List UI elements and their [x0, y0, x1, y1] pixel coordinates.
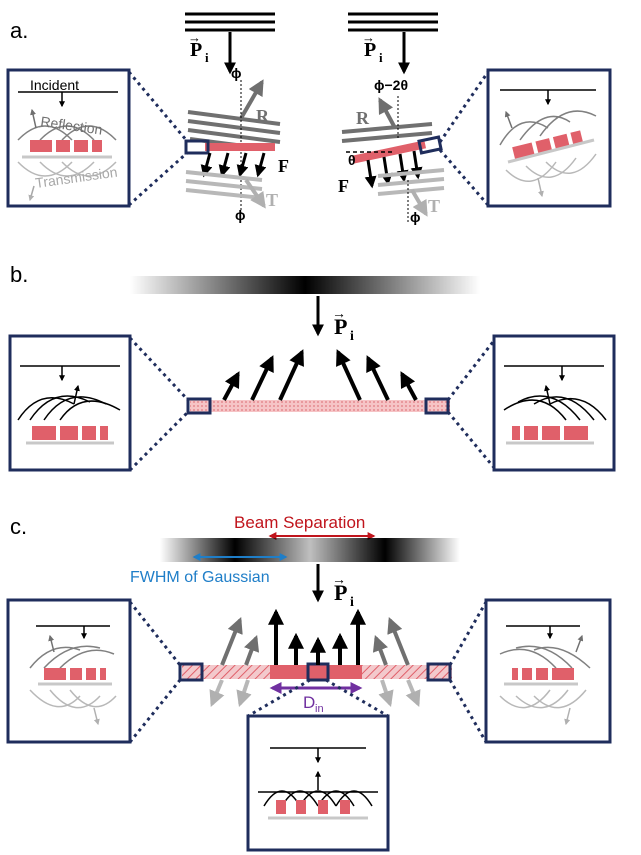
solid-center-region: [270, 665, 362, 679]
p-vector-arrow: →: [188, 30, 201, 45]
f-vector-label: F: [278, 156, 289, 176]
zoom-marker-c-right: [426, 662, 452, 682]
theta-label: θ: [348, 152, 356, 168]
panel-c-center-inset: [246, 678, 390, 852]
phi-angle-bottom: ϕ: [235, 207, 246, 223]
panel-a-left-inset: Incident Reflection Transmission: [6, 68, 189, 208]
panel-a-right-inset: [438, 68, 612, 208]
panel-b: b. P i →: [8, 262, 616, 472]
scattered-wavelets: [17, 125, 117, 141]
panel-c-left-inset: [6, 598, 182, 744]
p-vector-label: P: [190, 39, 202, 61]
panel-b-right-inset: [446, 334, 616, 472]
panel-b-left-inset: [8, 334, 190, 472]
p-vector-arrow-c: →: [332, 573, 346, 588]
p-vector-sub-b: i: [350, 329, 354, 344]
incident-wavefronts-right: [348, 12, 438, 32]
zoom-marker: [184, 139, 210, 155]
metasurface-b: [190, 400, 450, 412]
light-transmitted-arrows-c: [209, 679, 421, 708]
nanostructures: [30, 140, 102, 152]
d-in-label: D: [303, 693, 315, 712]
phi-angle-top: ϕ: [231, 65, 242, 81]
panel-c: c. Beam Separation FWHM of Gaussian P i …: [6, 513, 612, 852]
inset-frame-right: [486, 68, 612, 208]
r-vector-label-right: R: [356, 108, 370, 128]
zoom-marker-b-right: [424, 397, 450, 415]
zoom-marker-right: [417, 135, 443, 155]
p-vector-sub: i: [205, 50, 209, 65]
incident-wavefronts: [185, 12, 275, 32]
p-vector-label-right: P: [364, 39, 376, 61]
p-vector-label-c: P: [334, 580, 347, 605]
panel-a-right-device: P i → ϕ−2θ R θ F: [338, 12, 445, 225]
phi-minus-2theta-label: ϕ−2θ: [374, 77, 408, 93]
p-vector-sub-c: i: [350, 595, 354, 610]
gray-reflected-arrows-c: [220, 617, 410, 666]
phi-angle-right: ϕ: [410, 209, 421, 225]
metasurface-slab: [205, 143, 275, 151]
reflected-arrows-b: [222, 349, 418, 401]
p-vector-arrow-right: →: [362, 30, 375, 45]
panel-a-left-device: P i → R ϕ F: [184, 12, 289, 223]
panel-a: a. P i → R ϕ: [6, 12, 612, 225]
t-vector-label: T: [266, 190, 278, 210]
reflected-wavefronts-right: [341, 122, 433, 143]
d-in-sub: in: [315, 703, 324, 715]
panel-c-label: c.: [10, 514, 27, 539]
gaussian-beam: [130, 276, 480, 294]
p-vector-sub-right: i: [379, 50, 383, 65]
f-vector-label-right: F: [338, 176, 349, 196]
t-vector-label-right: T: [428, 196, 440, 216]
reflected-arrow: [238, 79, 264, 122]
p-vector-arrow-b: →: [332, 307, 346, 322]
black-vertical-arrows-c: [268, 608, 366, 665]
forward-arrows: [200, 152, 267, 178]
panel-b-label: b.: [10, 262, 28, 287]
transmitted-arrow: [244, 178, 266, 209]
zoom-line-top: [127, 71, 189, 142]
fwhm-label: FWHM of Gaussian: [130, 569, 270, 586]
zoom-marker-b-left: [186, 397, 212, 415]
panel-c-right-inset: [448, 598, 612, 744]
panel-a-label: a.: [10, 18, 28, 43]
zoom-line-bottom: [127, 151, 189, 207]
double-gaussian-beam: [160, 538, 460, 562]
zoom-marker-c-left: [178, 662, 204, 682]
incident-text: Incident: [30, 77, 79, 93]
p-vector-label-b: P: [334, 314, 347, 339]
r-vector-label: R: [256, 106, 270, 126]
beam-separation-label: Beam Separation: [234, 513, 365, 532]
